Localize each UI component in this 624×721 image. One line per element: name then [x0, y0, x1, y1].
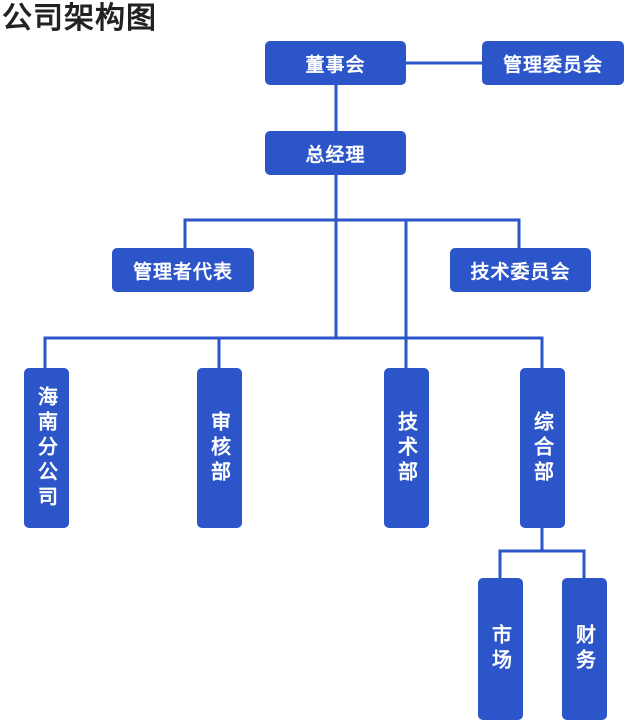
node-board: 董事会 — [265, 41, 406, 85]
node-general-dept: 综合部 — [520, 368, 565, 528]
node-market: 市场 — [478, 578, 523, 720]
node-tech-dept: 技术部 — [384, 368, 429, 528]
node-audit-dept: 审核部 — [197, 368, 242, 528]
node-hainan-branch: 海南分公司 — [24, 368, 69, 528]
node-management-representative: 管理者代表 — [112, 248, 254, 292]
node-general-manager: 总经理 — [265, 131, 406, 175]
node-management-committee: 管理委员会 — [482, 41, 624, 85]
node-finance: 财务 — [562, 578, 607, 720]
page-title: 公司架构图 — [2, 1, 157, 36]
node-technical-committee: 技术委员会 — [450, 248, 591, 292]
